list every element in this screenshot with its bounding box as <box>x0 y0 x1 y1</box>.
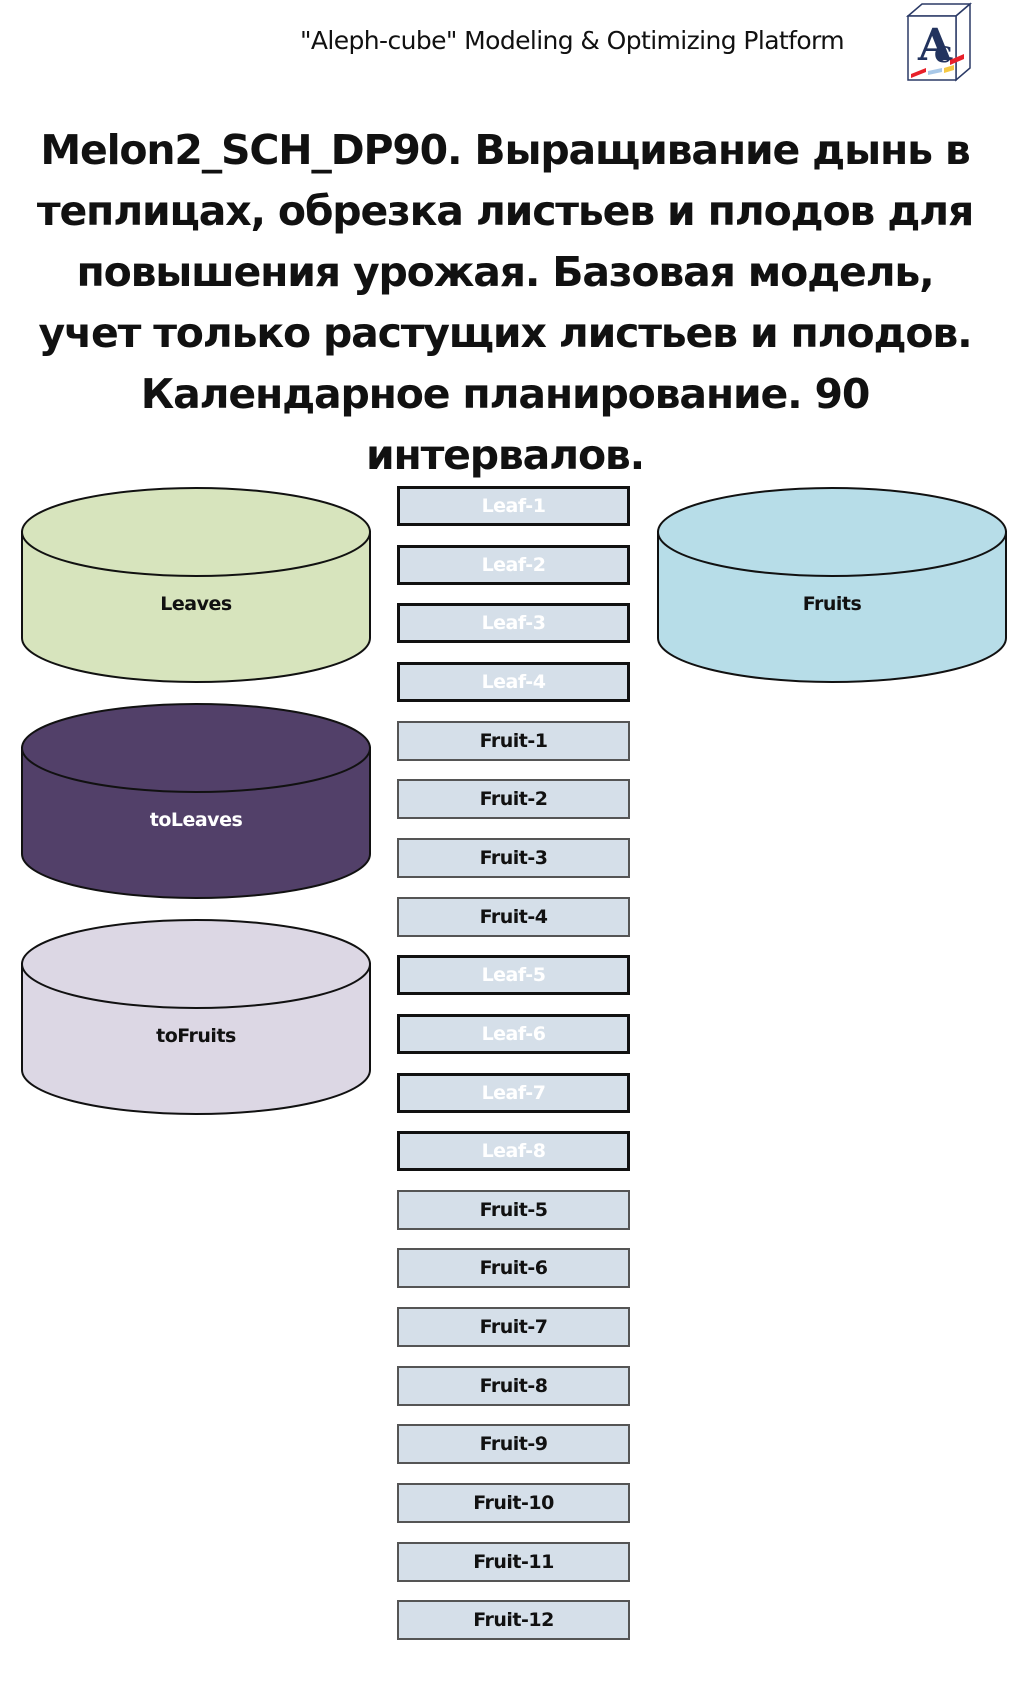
fruit-box-label: Fruit-11 <box>473 1551 554 1573</box>
cylinder-top <box>21 487 371 577</box>
cylinder-shape <box>657 487 1007 683</box>
fruit-box[interactable]: Fruit-2 <box>397 779 630 819</box>
fruit-box-label: Fruit-1 <box>479 730 548 752</box>
leaf-box-label: Leaf-6 <box>481 1023 546 1045</box>
leaf-box[interactable]: Leaf-3 <box>397 603 630 643</box>
toleaves-cylinder[interactable]: toLeaves <box>18 702 374 902</box>
fruit-box-label: Fruit-6 <box>479 1257 548 1279</box>
svg-text:A: A <box>917 20 953 71</box>
fruit-box[interactable]: Fruit-4 <box>397 897 630 937</box>
fruit-box-label: Fruit-7 <box>479 1316 548 1338</box>
tofruits-label: toFruits <box>156 1025 236 1047</box>
fruit-box[interactable]: Fruit-6 <box>397 1248 630 1288</box>
fruit-box-label: Fruit-5 <box>479 1199 548 1221</box>
fruit-box-label: Fruit-9 <box>479 1433 548 1455</box>
leaf-box-label: Leaf-8 <box>481 1140 546 1162</box>
fruit-box-label: Fruit-10 <box>473 1492 554 1514</box>
leaves-label: Leaves <box>160 593 232 615</box>
fruit-box-label: Fruit-12 <box>473 1609 554 1631</box>
fruit-box-label: Fruit-3 <box>479 847 548 869</box>
cylinder-top <box>21 919 371 1009</box>
cylinder-shape <box>21 919 371 1115</box>
fruit-box-label: Fruit-8 <box>479 1375 548 1397</box>
fruit-box[interactable]: Fruit-10 <box>397 1483 630 1523</box>
leaf-box[interactable]: Leaf-5 <box>397 955 630 995</box>
leaf-box-label: Leaf-1 <box>481 495 546 517</box>
leaves-cylinder[interactable]: Leaves <box>18 486 374 686</box>
diagram-title: Melon2_SCH_DP90. Выращивание дынь в тепл… <box>36 126 974 479</box>
fruit-box[interactable]: Fruit-3 <box>397 838 630 878</box>
tofruits-cylinder[interactable]: toFruits <box>18 918 374 1118</box>
leaf-box[interactable]: Leaf-6 <box>397 1014 630 1054</box>
leaf-box[interactable]: Leaf-2 <box>397 545 630 585</box>
fruit-box[interactable]: Fruit-9 <box>397 1424 630 1464</box>
cylinder-shape <box>21 487 371 683</box>
fruit-box[interactable]: Fruit-8 <box>397 1366 630 1406</box>
fruit-box-label: Fruit-4 <box>479 906 548 928</box>
leaf-box[interactable]: Leaf-1 <box>397 486 630 526</box>
fruit-box[interactable]: Fruit-5 <box>397 1190 630 1230</box>
cylinder-shape <box>21 703 371 899</box>
fruit-box[interactable]: Fruit-11 <box>397 1542 630 1582</box>
leaf-box-label: Leaf-3 <box>481 612 546 634</box>
cylinder-top <box>657 487 1007 577</box>
leaf-box[interactable]: Leaf-7 <box>397 1073 630 1113</box>
fruit-box[interactable]: Fruit-7 <box>397 1307 630 1347</box>
fruits-label: Fruits <box>802 593 862 615</box>
leaf-box-label: Leaf-7 <box>481 1082 546 1104</box>
leaf-box[interactable]: Leaf-4 <box>397 662 630 702</box>
fruits-cylinder[interactable]: Fruits <box>654 486 1010 686</box>
aleph-cube-logo-icon: A c <box>904 2 976 84</box>
leaf-box-label: Leaf-4 <box>481 671 546 693</box>
fruit-box[interactable]: Fruit-12 <box>397 1600 630 1640</box>
fruit-box-label: Fruit-2 <box>479 788 548 810</box>
svg-text:c: c <box>934 35 952 70</box>
fruit-box[interactable]: Fruit-1 <box>397 721 630 761</box>
platform-title: "Aleph-cube" Modeling & Optimizing Platf… <box>300 26 845 55</box>
leaf-box-label: Leaf-5 <box>481 964 546 986</box>
cylinder-top <box>21 703 371 793</box>
leaf-box[interactable]: Leaf-8 <box>397 1131 630 1171</box>
leaf-box-label: Leaf-2 <box>481 554 546 576</box>
toleaves-label: toLeaves <box>149 809 243 831</box>
